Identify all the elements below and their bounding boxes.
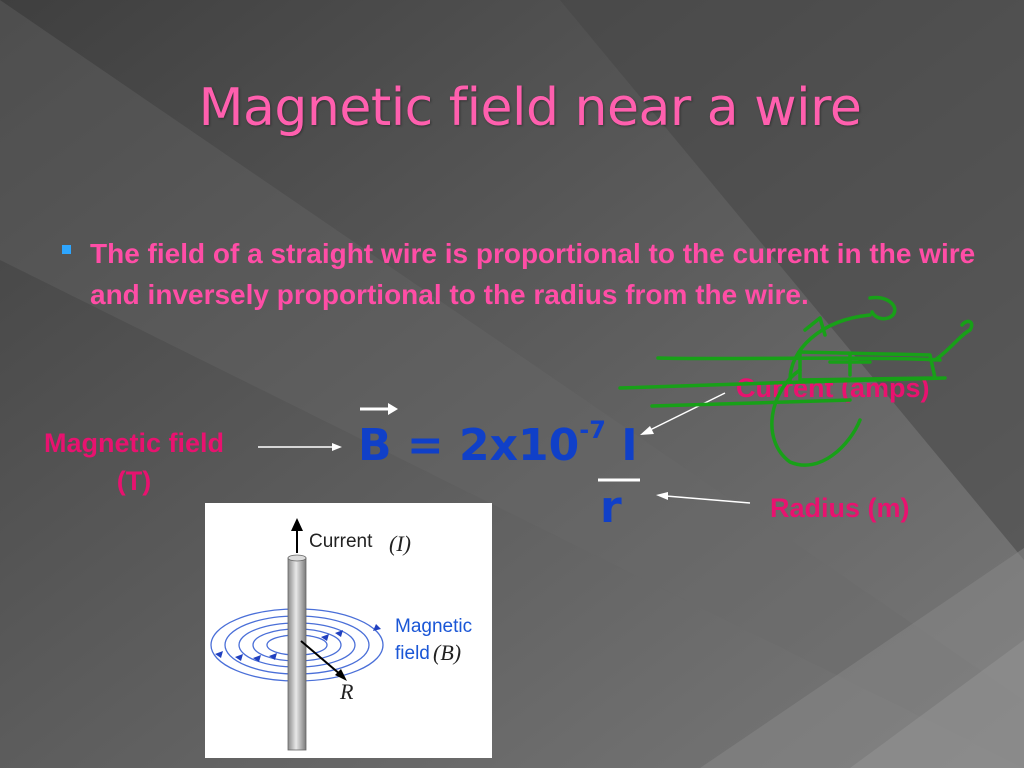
current-label: Current (amps)	[736, 373, 930, 403]
current-arrow-icon	[291, 518, 303, 531]
radius-label: Radius (m)	[770, 493, 910, 523]
wire-field-diagram: Current (I) Magnetic field (B) R	[205, 503, 492, 758]
magnetic-field-label-line2: (T)	[116, 466, 152, 496]
diagram-radius-symbol: R	[340, 679, 354, 704]
formula-b: B	[358, 420, 392, 471]
bullet-text: The field of a straight wire is proporti…	[90, 238, 976, 310]
formula-numerator: I	[621, 420, 638, 471]
bullet-point: The field of a straight wire is proporti…	[62, 233, 1002, 315]
bullet-square-icon	[62, 245, 71, 254]
diagram-current-label: Current	[309, 531, 373, 552]
formula-denominator: r	[600, 482, 622, 533]
formula-rhs: = 2x10	[406, 420, 580, 471]
diagram-field-label-line1: Magnetic	[395, 616, 473, 637]
diagram-field-label-line2: field	[395, 643, 430, 664]
formula-exponent: -7	[579, 416, 606, 444]
diagram-field-symbol: (B)	[433, 640, 462, 665]
magnetic-field-label: Magnetic field (T)	[14, 424, 254, 500]
diagram-current-symbol: (I)	[389, 531, 411, 556]
slide-title: Magnetic field near a wire	[198, 78, 862, 138]
wire-rod	[287, 557, 307, 751]
radius-arrow-icon	[335, 669, 347, 681]
formula: B = 2x10-7 I	[358, 416, 638, 471]
magnetic-field-label-line1: Magnetic field	[43, 428, 225, 458]
wire-illustration	[210, 518, 384, 751]
